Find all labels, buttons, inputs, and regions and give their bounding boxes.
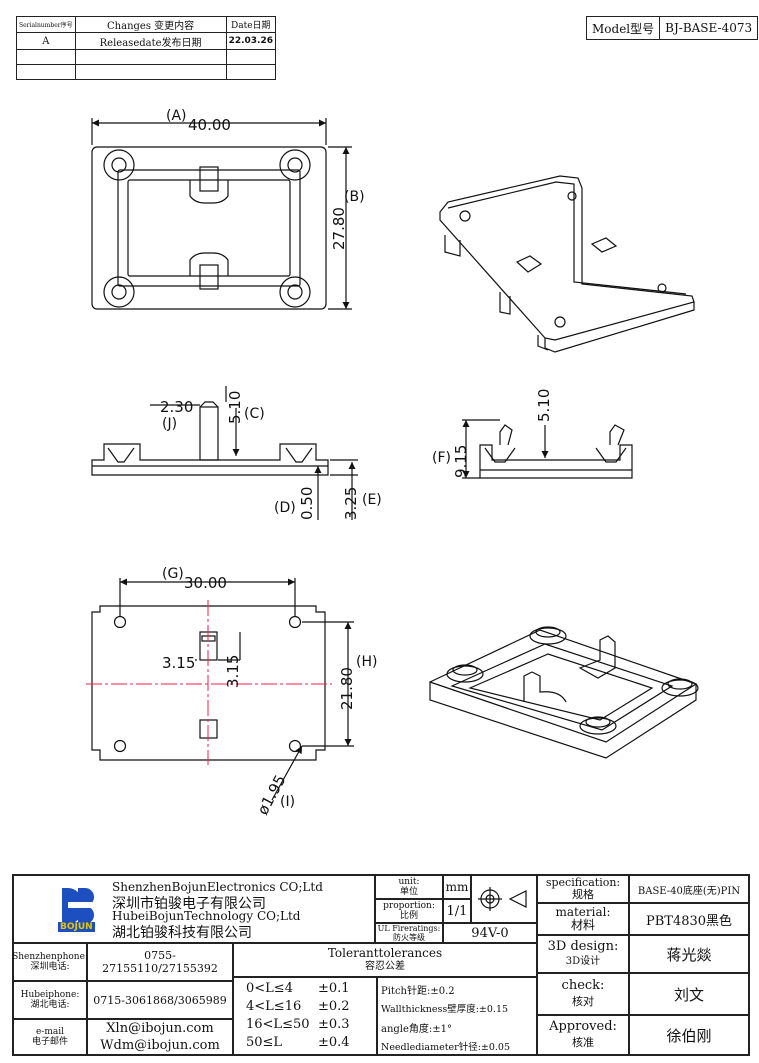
check-label: check: [561,978,605,993]
material-value: PBT4830黑色 [629,903,749,935]
dim-side-pin-value: 5.10 [535,389,553,422]
tol-range: 0<L≤4 [246,981,293,996]
model-box: Model型号 BJ-BASE-4073 [585,16,759,40]
dim-j-letter: (J) [162,416,177,432]
email-label: e-mail [35,1027,65,1037]
unit-label-cn: 单位 [399,887,418,897]
fire-label: UL Fireratings: [377,924,441,933]
spec-label: specification: [545,876,621,889]
angle-tol: angle角度:±1° [381,1024,453,1035]
top-view [91,146,327,310]
tol-value: ±0.1 [318,981,350,996]
sz-phone-label: Shenzhenphone: [12,952,88,962]
dim-b-value: 27.80 [330,207,348,250]
spec-value: BASE-40底座(无)PIN [629,875,749,903]
dim-c-value: 5.10 [226,391,244,424]
company-cn-2: 湖北铂骏科技有限公司 [112,925,252,941]
check-value: 刘文 [629,973,749,1015]
tolerance-table: 0<L≤4 ±0.1 4<L≤16 ±0.2 16<L≤50 ±0.3 50≤L… [233,977,377,1055]
revision-table: Serialnumber序号 Changes 变更内容 Date日期 A Rel… [16,16,277,80]
unit-value: mm [443,875,471,899]
dim-b-letter: (B) [344,189,365,205]
pitch-tol: Pitch针距:±0.2 [381,986,455,997]
email-label-cn: 电子邮件 [31,1037,68,1047]
hb-phone-label-cn: 湖北电话: [30,1000,70,1010]
company-cn-1: 深圳市铂骏电子有限公司 [112,896,266,912]
tol-value: ±0.3 [318,1017,350,1032]
company-area: BOJUN ShenzhenBojunElectronics CO;Ltd 深圳… [13,875,375,943]
material-label: material: [555,905,611,919]
proportion-label: proportion: [383,901,435,911]
fire-label-cn: 防火等级 [393,933,425,942]
dim-e-value: 3.25 [342,487,360,520]
bottom-view [86,600,332,765]
approved-label-cn: 核准 [572,1036,594,1049]
tol-range: 50≤L [246,1035,283,1050]
check-label-cn: 核对 [572,995,594,1008]
dim-c-letter: (C) [244,406,265,422]
approved-label: Approved: [549,1019,617,1034]
engineering-drawing: (A) 40.00 (B) 27.80 (C) 5.10 2.30 (J) (D… [86,108,699,818]
dim-h-value: 21.80 [338,667,356,710]
spec-label-cn: 规格 [572,888,594,901]
dim-k1-value: 3.15 [162,654,195,672]
dim-i-letter: (I) [280,794,295,810]
tol-value: ±0.4 [318,1035,350,1050]
projection-symbol-icon [471,875,537,923]
email-1: Xln@ibojun.com [106,1021,214,1036]
dim-j-value: 2.30 [160,398,193,416]
dim-g-letter: (G) [162,566,184,582]
company-en-2: HubeiBojunTechnology CO;Ltd [112,909,301,923]
side-view [479,424,633,479]
rev-row-date [225,64,277,80]
needle-tol: Needlediameter针径:±0.05 [381,1042,511,1053]
email-2: Wdm@ibojun.com [100,1038,220,1053]
hb-phone-label: Hubeiphone: [20,990,80,1000]
tol-range: 16<L≤50 [246,1017,310,1032]
dim-k2-value: 3.15 [224,655,242,688]
design-label-cn: 3D设计 [565,956,601,967]
dim-a-letter: (A) [166,108,187,124]
iso-top-view [429,626,699,759]
dim-d-letter: (D) [274,500,296,516]
company-en-1: ShenzhenBojunElectronics CO;Ltd [112,880,323,894]
tol-title: Toleranttolerances [327,946,443,960]
dim-h-letter: (H) [356,654,377,670]
title-block: BOJUN ShenzhenBojunElectronics CO;Ltd 深圳… [12,874,750,1056]
design-value: 蒋光燚 [629,935,749,973]
tolerance-notes: Pitch针距:±0.2 Wallthickness壁厚度:±0.15 angl… [377,977,537,1055]
dim-g-value: 30.00 [184,574,227,592]
fire-value: 94V-0 [443,923,537,943]
material-label-cn: 材料 [570,918,595,932]
tol-title-cn: 容忍公差 [365,961,405,972]
sz-phone-label-cn: 深圳电话: [30,962,70,972]
bojun-logo: BOJUN [58,888,96,932]
hb-phone: 0715-3061868/3065989 [87,981,233,1019]
approved-value: 徐伯刚 [629,1015,749,1055]
sz-phone: 0755-27155110/27155392 [87,943,233,981]
dim-f-value: 9.15 [452,445,470,478]
model-value: BJ-BASE-4073 [659,16,759,40]
model-label: Model型号 [585,16,661,40]
wall-tol: Wallthickness壁厚度:±0.15 [381,1004,509,1015]
tol-value: ±0.2 [318,999,350,1014]
design-label: 3D design: [547,939,619,954]
iso-bottom-view [439,175,695,353]
dim-d-value: 0.50 [298,487,316,520]
proportion-value: 1/1 [443,899,471,923]
dim-f-letter: (F) [432,450,451,466]
tol-range: 4<L≤16 [246,999,302,1014]
dim-a-value: 40.00 [188,116,231,134]
front-view [91,401,329,476]
unit-label: unit: [398,877,420,887]
dim-e-letter: (E) [362,492,382,508]
proportion-label-cn: 比例 [399,911,418,921]
